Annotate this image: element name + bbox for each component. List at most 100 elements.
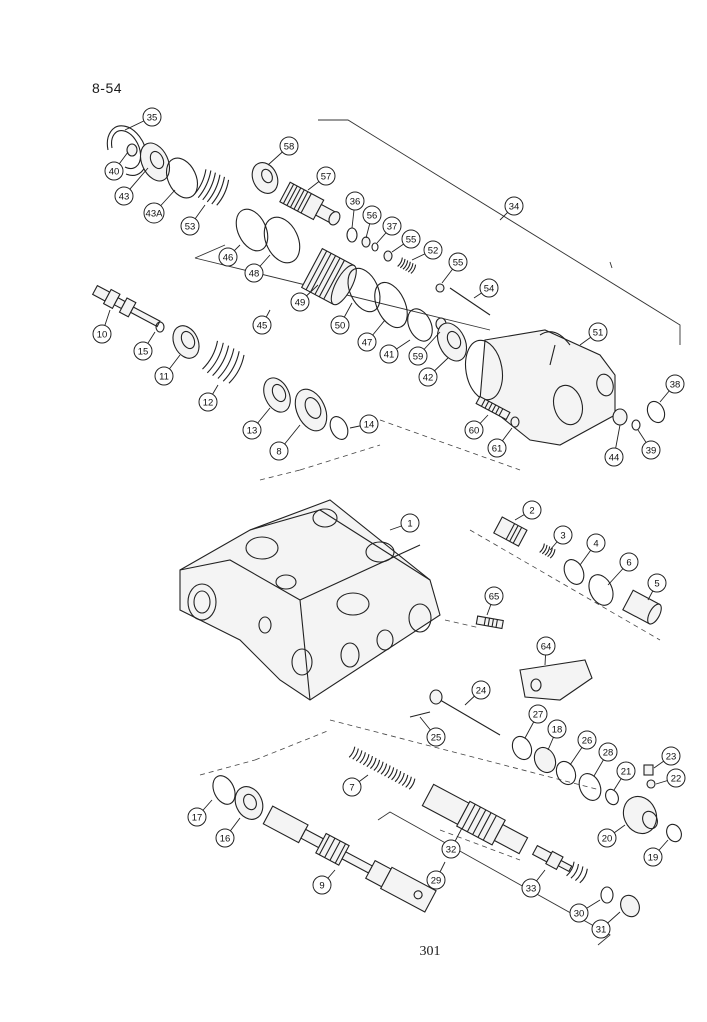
callout-circle bbox=[142, 107, 162, 127]
callout-circle bbox=[154, 366, 174, 386]
callout-circle bbox=[244, 263, 264, 283]
callout-label: 55 bbox=[406, 235, 417, 246]
callout-51: 51 bbox=[579, 322, 608, 346]
callout-circle bbox=[198, 392, 218, 412]
callout-circle bbox=[133, 341, 153, 361]
callout-48: 48 bbox=[244, 254, 271, 283]
callout-circle bbox=[522, 500, 542, 520]
callout-37: 37 bbox=[376, 216, 402, 244]
callout-circle bbox=[569, 903, 589, 923]
callout-label: 40 bbox=[109, 167, 120, 178]
callout-label: 8 bbox=[276, 447, 281, 458]
callout-circle bbox=[666, 768, 686, 788]
callout-label: 3 bbox=[560, 531, 565, 542]
left-spool-parts bbox=[91, 284, 349, 440]
callout-circle bbox=[661, 746, 681, 766]
callout-circle bbox=[487, 438, 507, 458]
callout-10: 10 bbox=[92, 309, 112, 344]
callout-49: 49 bbox=[290, 284, 319, 312]
callout-31: 31 bbox=[591, 911, 621, 939]
callout-label: 4 bbox=[593, 539, 598, 550]
callout-60: 60 bbox=[464, 414, 489, 440]
callout-57: 57 bbox=[307, 166, 336, 191]
callout-label: 20 bbox=[602, 834, 613, 845]
callout-14: 14 bbox=[349, 414, 379, 434]
callout-label: 60 bbox=[469, 426, 480, 437]
callout-label: 47 bbox=[362, 338, 373, 349]
callout-label: 50 bbox=[335, 321, 346, 332]
callout-64: 64 bbox=[536, 636, 556, 666]
callout-27: 27 bbox=[524, 704, 548, 739]
callout-circle bbox=[359, 414, 379, 434]
callout-circle bbox=[647, 573, 667, 593]
callout-circle bbox=[362, 205, 382, 225]
callout-65: 65 bbox=[484, 586, 504, 616]
callout-43A: 43A bbox=[143, 189, 176, 224]
callout-label: 24 bbox=[476, 686, 487, 697]
callout-label: 5 bbox=[654, 579, 659, 590]
callout-61: 61 bbox=[487, 427, 513, 458]
callout-circle bbox=[279, 136, 299, 156]
callout-18: 18 bbox=[547, 719, 567, 751]
callout-label: 52 bbox=[428, 246, 439, 257]
callout-label: 41 bbox=[384, 350, 395, 361]
callout-circle bbox=[597, 828, 617, 848]
callout-circle bbox=[114, 186, 134, 206]
callout-label: 26 bbox=[582, 736, 593, 747]
callout-1: 1 bbox=[389, 513, 420, 533]
callout-13: 13 bbox=[242, 407, 271, 440]
callout-11: 11 bbox=[154, 354, 181, 386]
callout-label: 19 bbox=[648, 853, 659, 864]
callout-label: 28 bbox=[603, 748, 614, 759]
callout-label: 27 bbox=[533, 710, 544, 721]
callout-28: 28 bbox=[593, 742, 618, 777]
callout-label: 9 bbox=[319, 881, 324, 892]
callout-circle bbox=[92, 324, 112, 344]
callout-19: 19 bbox=[643, 839, 669, 867]
callout-label: 46 bbox=[223, 253, 234, 264]
callout-4: 4 bbox=[579, 533, 606, 566]
callout-circle bbox=[180, 216, 200, 236]
callout-label: 6 bbox=[626, 558, 631, 569]
callout-12: 12 bbox=[198, 384, 219, 412]
callout-circle bbox=[379, 344, 399, 364]
callout-24: 24 bbox=[464, 680, 491, 706]
callout-46: 46 bbox=[218, 244, 241, 267]
callout-label: 16 bbox=[220, 834, 231, 845]
callout-53: 53 bbox=[180, 204, 206, 236]
callout-label: 2 bbox=[529, 506, 534, 517]
callout-9: 9 bbox=[312, 869, 336, 895]
callout-label: 35 bbox=[147, 113, 158, 124]
callout-34: 34 bbox=[499, 196, 524, 221]
callout-25: 25 bbox=[419, 716, 446, 747]
callout-39: 39 bbox=[637, 429, 661, 460]
callout-5: 5 bbox=[647, 573, 667, 601]
callout-circle bbox=[665, 374, 685, 394]
callout-label: 1 bbox=[407, 519, 412, 530]
page-number: 301 bbox=[419, 944, 441, 959]
callout-35: 35 bbox=[124, 107, 162, 131]
callout-label: 15 bbox=[138, 347, 149, 358]
callout-circle bbox=[357, 332, 377, 352]
callout-circle bbox=[598, 742, 618, 762]
callout-label: 17 bbox=[192, 813, 203, 824]
callout-circle bbox=[547, 719, 567, 739]
callout-label: 7 bbox=[349, 783, 354, 794]
callout-22: 22 bbox=[655, 768, 686, 788]
callout-label: 34 bbox=[509, 202, 520, 213]
callout-20: 20 bbox=[597, 824, 626, 848]
callout-2: 2 bbox=[514, 500, 542, 521]
callout-label: 23 bbox=[666, 752, 677, 763]
callout-label: 58 bbox=[284, 142, 295, 153]
callout-15: 15 bbox=[133, 331, 156, 361]
callout-label: 32 bbox=[446, 845, 457, 856]
callout-55: 55 bbox=[391, 229, 421, 253]
callout-50: 50 bbox=[330, 302, 353, 335]
callout-circle bbox=[269, 441, 289, 461]
callout-17: 17 bbox=[187, 799, 213, 827]
callout-41: 41 bbox=[379, 339, 411, 364]
callout-circle bbox=[215, 828, 235, 848]
callout-label: 55 bbox=[453, 258, 464, 269]
